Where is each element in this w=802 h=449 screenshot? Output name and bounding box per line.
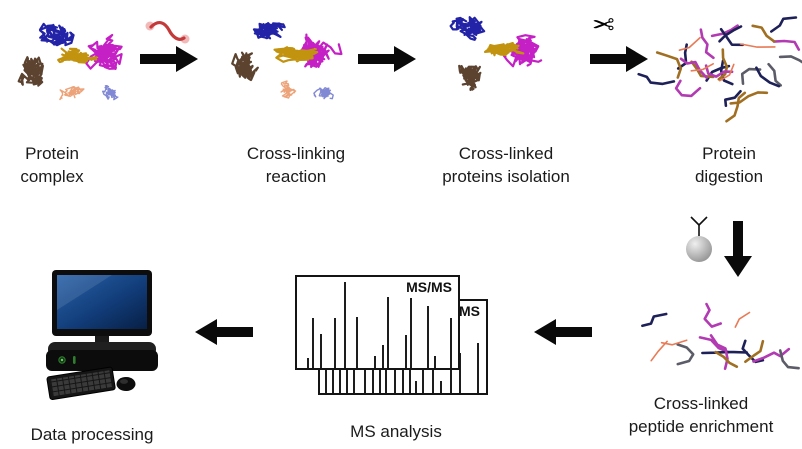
ms-spectrum-label: MS [459, 303, 480, 319]
stage-label-proteins-isolation: Cross-linked proteins isolation [442, 144, 570, 186]
msms-spectrum-panel: MS/MS [295, 275, 460, 370]
enriched-peptides-illustration [641, 302, 800, 370]
computer-icon [46, 270, 158, 400]
arrow-left-icon [195, 319, 253, 345]
affinity-bead-icon [686, 216, 712, 262]
msms-spectrum-label: MS/MS [406, 279, 452, 295]
arrow-right-icon [358, 46, 416, 72]
stage-label-data-processing: Data processing [30, 425, 154, 444]
keyboard [46, 366, 116, 400]
monitor-screen [57, 275, 147, 329]
mouse [116, 377, 136, 391]
crosslinker-icon [145, 20, 190, 44]
stage-label-ms-analysis: MS analysis [350, 422, 442, 441]
scissors-icon: ✂ [592, 10, 615, 40]
isolated-proteins-illustration [449, 16, 543, 92]
stage-label-crosslinking-reaction: Cross-linking reaction [246, 144, 346, 186]
digested-peptides-illustration [637, 16, 802, 123]
arrow-down-icon [724, 221, 752, 277]
computer-case [46, 350, 158, 371]
arrow-left-icon [534, 319, 592, 345]
crosslinked-complex-illustration [231, 22, 343, 100]
arrow-right-icon [590, 46, 648, 72]
protein-complex-illustration [17, 22, 123, 101]
monitor-stand [95, 336, 109, 343]
stage-label-protein-digestion: Protein digestion [694, 144, 764, 186]
arrow-right-icon [140, 46, 198, 72]
stage-label-protein-complex: Protein complex [20, 144, 84, 186]
stage-label-peptide-enrichment: Cross-linked peptide enrichment [628, 394, 774, 436]
